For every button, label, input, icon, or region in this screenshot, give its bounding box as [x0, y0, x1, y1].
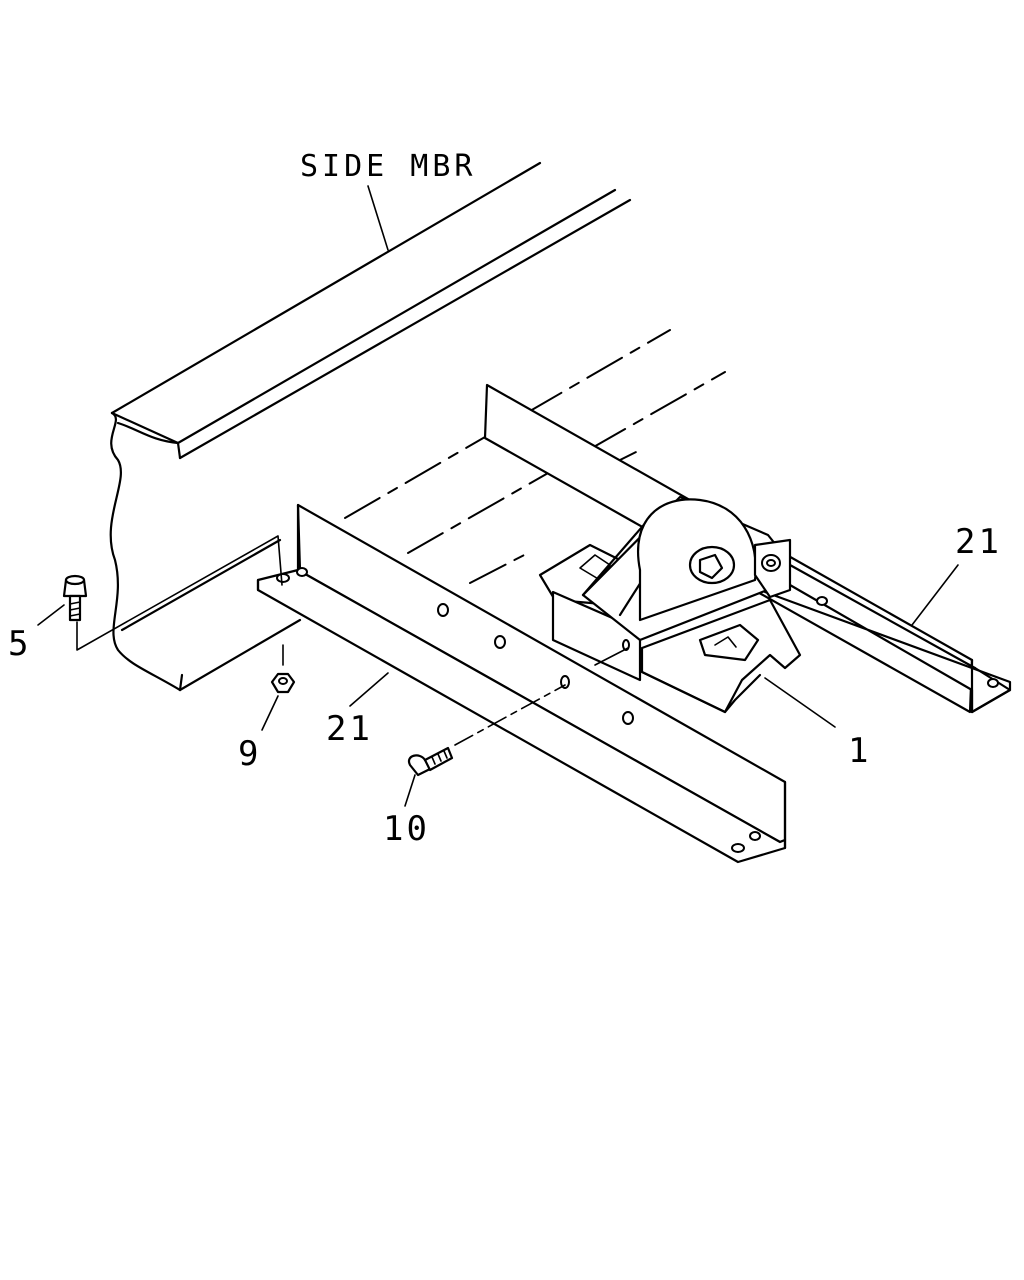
callout-10: 10	[383, 774, 430, 849]
callout-5: 5	[8, 604, 65, 664]
side-member-leader	[367, 185, 389, 251]
bolt-5	[62, 535, 283, 651]
assembly-line	[594, 647, 629, 666]
bracket-hole	[749, 831, 761, 841]
bracket-hole	[560, 675, 570, 689]
svg-text:1: 1	[848, 731, 871, 771]
svg-text:10: 10	[383, 809, 430, 849]
nut-9	[270, 644, 296, 694]
svg-text:21: 21	[326, 709, 373, 749]
callout-9: 9	[238, 695, 279, 774]
bolt-hole-inner	[766, 559, 776, 567]
side-member-label: SIDE MBR	[300, 149, 477, 251]
spare-tire-carrier	[538, 495, 802, 714]
callout-21-right: 21	[911, 522, 1002, 626]
callout-21-left: 21	[326, 672, 389, 749]
drum-hub	[688, 545, 736, 585]
callout-1: 1	[764, 677, 871, 771]
angle-bracket-left	[256, 503, 787, 864]
bracket-hole	[816, 596, 828, 606]
svg-text:5: 5	[8, 624, 31, 664]
svg-text:9: 9	[238, 734, 261, 774]
bracket-hole	[296, 567, 308, 577]
bracket-hole	[622, 711, 634, 725]
bracket-hole	[987, 678, 999, 688]
bracket-hole	[494, 635, 506, 649]
svg-text:21: 21	[955, 522, 1002, 562]
bracket-hole	[276, 573, 290, 583]
bolt-10	[407, 684, 566, 777]
bracket-hole	[731, 843, 745, 853]
side-member-text: SIDE MBR	[300, 149, 477, 184]
bracket-hole	[437, 603, 449, 617]
side-member	[109, 161, 632, 692]
